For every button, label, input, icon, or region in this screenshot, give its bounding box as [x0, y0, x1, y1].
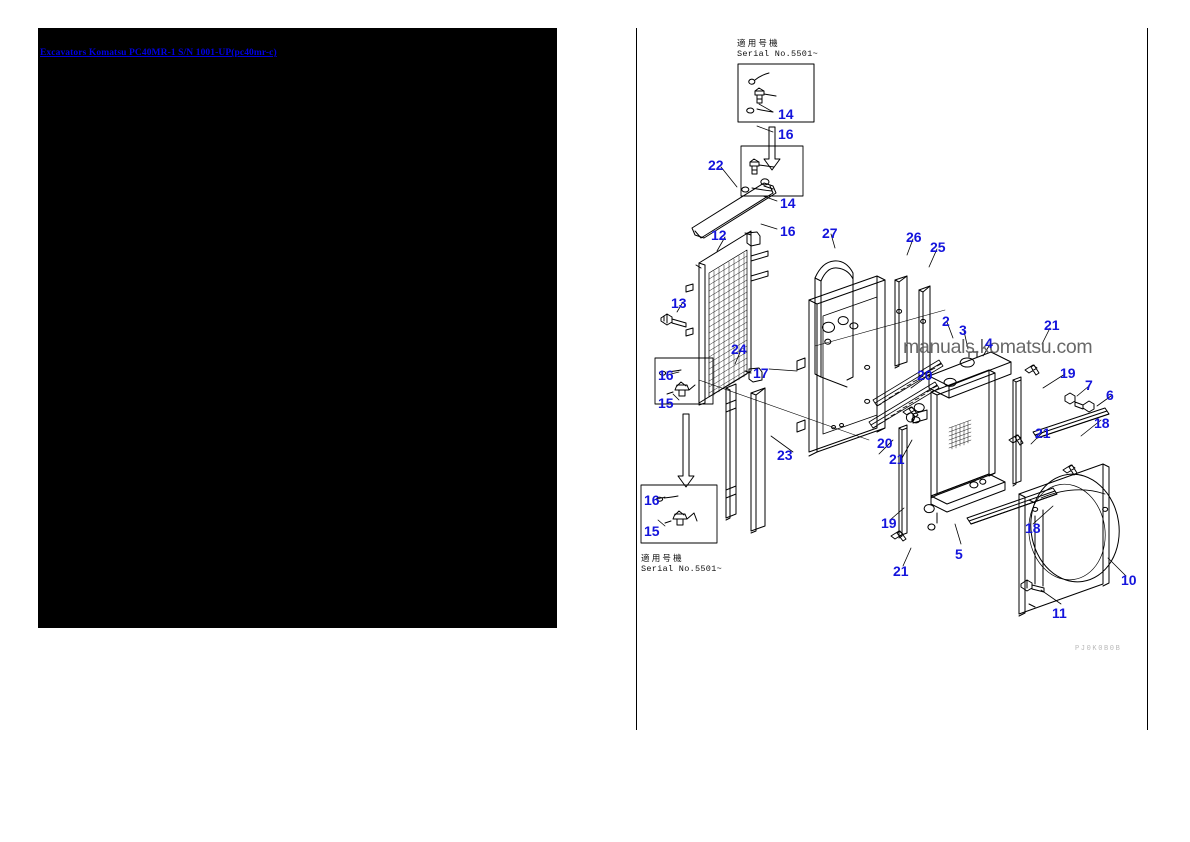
callout-number-19-b: 19 — [881, 515, 897, 531]
callout-number-14-top: 14 — [778, 106, 794, 122]
parts-diagram-drawing — [640, 63, 1127, 617]
callout-number-27: 27 — [822, 225, 838, 241]
callout-number-11: 11 — [1052, 605, 1067, 621]
callout-number-26: 26 — [906, 229, 922, 245]
serial-note-top-jp: 適用号機 — [737, 39, 780, 49]
callout-number-25: 25 — [930, 239, 946, 255]
callout-number-16-ml: 16 — [658, 367, 674, 383]
callout-number-21-d: 21 — [893, 563, 909, 579]
callout-number-16-bl: 16 — [644, 492, 660, 508]
callout-number-22: 22 — [708, 157, 724, 173]
callout-number-20-a: 20 — [917, 367, 933, 383]
callout-number-18-b: 18 — [1025, 520, 1041, 536]
callout-number-18-a: 18 — [1094, 415, 1110, 431]
callout-number-16-mid: 16 — [780, 223, 796, 239]
callout-number-14-mid: 14 — [780, 195, 796, 211]
serial-note-bottom-jp: 適用号機 — [641, 554, 684, 564]
callout-number-21-c: 21 — [1035, 425, 1051, 441]
serial-note-bottom: 適用号機 Serial No.5501~ — [641, 554, 723, 575]
callout-number-23: 23 — [777, 447, 793, 463]
callout-number-4: 4 — [985, 335, 993, 351]
serial-note-bottom-en: Serial No.5501~ — [641, 563, 723, 574]
callout-number-10: 10 — [1121, 572, 1137, 588]
document-title-link[interactable]: Excavators Komatsu PC40MR-1 S/N 1001-UP(… — [40, 48, 277, 58]
callout-number-3: 3 — [959, 322, 967, 338]
callout-number-15-bl: 15 — [644, 523, 660, 539]
callout-number-21-b: 21 — [889, 451, 905, 467]
callout-number-15-ml: 15 — [658, 395, 674, 411]
left-document-panel — [38, 28, 557, 628]
callout-number-6: 6 — [1106, 387, 1114, 403]
callout-number-5: 5 — [955, 546, 963, 562]
parts-diagram-panel: 適用号機 Serial No.5501~ 適用号機 Serial No.5501… — [636, 28, 1148, 730]
drawing-code-text: PJ0K0B0B — [1075, 645, 1122, 653]
callout-number-16-top: 16 — [778, 126, 794, 142]
serial-note-top-en: Serial No.5501~ — [737, 48, 819, 59]
callout-number-20-b: 20 — [877, 435, 893, 451]
callout-number-2: 2 — [942, 313, 950, 329]
callout-number-21-a: 21 — [1044, 317, 1060, 333]
callout-number-13: 13 — [671, 295, 687, 311]
callout-number-17: 17 — [753, 365, 769, 381]
callout-number-24: 24 — [731, 341, 747, 357]
callout-number-7: 7 — [1085, 377, 1093, 393]
callout-number-19-a: 19 — [1060, 365, 1076, 381]
serial-note-top: 適用号機 Serial No.5501~ — [737, 39, 819, 60]
callout-number-12: 12 — [711, 227, 727, 243]
